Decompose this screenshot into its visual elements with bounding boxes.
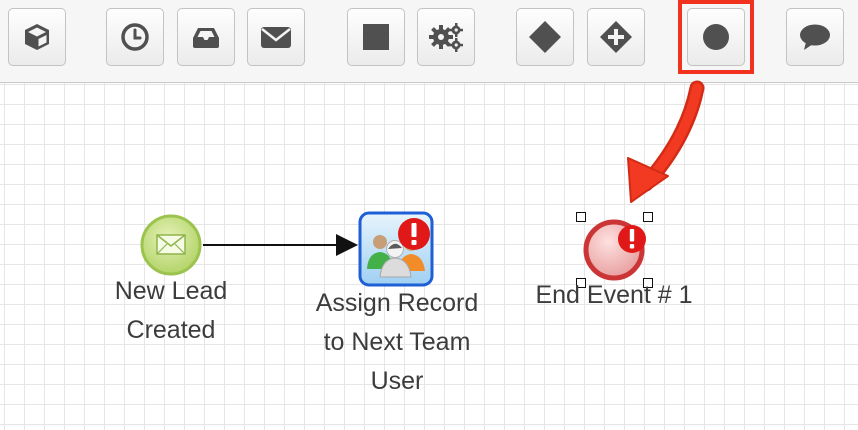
speech-bubble-icon xyxy=(800,24,830,50)
start-event-circle xyxy=(140,214,202,276)
activity-label: Assign Record to Next Team User xyxy=(297,284,497,401)
activity-box xyxy=(358,211,434,287)
exclusive-gateway-button[interactable] xyxy=(516,8,574,66)
parallel-gateway-button[interactable] xyxy=(587,8,645,66)
inbox-tray-icon xyxy=(193,28,219,48)
bpm-cube-button[interactable] xyxy=(8,8,66,66)
start-event-label-line-1: New Lead xyxy=(114,277,228,305)
start-event-label-line-2: Created xyxy=(126,316,216,344)
diamond-plus-icon xyxy=(600,21,632,53)
start-event-label: New Lead Created xyxy=(96,272,246,350)
action-button[interactable] xyxy=(417,8,475,66)
resize-handle-bottom-left[interactable] xyxy=(576,278,586,288)
activity-label-line-1: Assign Record xyxy=(315,289,479,317)
receive-message-button[interactable] xyxy=(177,8,235,66)
envelope-icon xyxy=(261,27,291,48)
toolbar xyxy=(0,0,858,83)
resize-handle-top-left[interactable] xyxy=(576,212,586,222)
end-event-selected[interactable] xyxy=(574,210,658,292)
resize-handle-bottom-right[interactable] xyxy=(643,278,653,288)
end-event-label: End Event # 1 xyxy=(535,281,693,309)
diamond-icon xyxy=(529,21,561,53)
comment-button[interactable] xyxy=(786,8,844,66)
end-event-circle xyxy=(583,219,646,281)
gears-icon xyxy=(429,23,463,52)
end-event-button[interactable] xyxy=(687,8,745,66)
timer-button[interactable] xyxy=(106,8,164,66)
activity-label-line-3: User xyxy=(370,367,424,395)
envelope-icon xyxy=(156,234,186,255)
activity-button[interactable] xyxy=(347,8,405,66)
circle-icon xyxy=(703,24,729,50)
clock-icon xyxy=(121,23,149,51)
send-message-button[interactable] xyxy=(247,8,305,66)
start-event-new-lead[interactable] xyxy=(139,214,203,276)
activity-label-line-2: to Next Team xyxy=(323,328,471,356)
activity-assign-record[interactable] xyxy=(358,211,434,287)
warning-icon xyxy=(398,218,430,250)
warning-icon xyxy=(618,225,646,253)
cube-icon xyxy=(25,24,49,50)
square-icon xyxy=(363,24,389,50)
resize-handle-top-right[interactable] xyxy=(643,212,653,222)
